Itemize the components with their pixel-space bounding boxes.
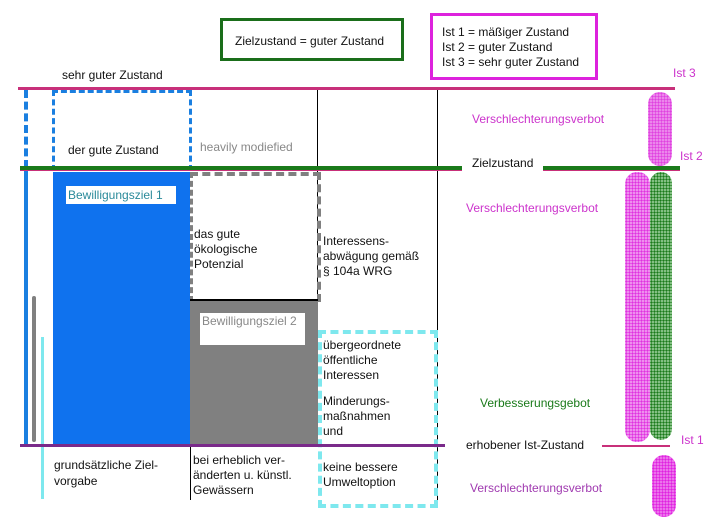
interessen-line-2: abwägung gemäß: [323, 249, 420, 263]
gray-vertical-line: [32, 296, 36, 442]
uebergeordnete-line-1: übergeordnete: [323, 338, 402, 352]
bewilligungsziel-1-label: Bewilligungsziel 1: [68, 188, 163, 202]
keine-line-2: Umweltoption: [323, 475, 396, 489]
cyan-vertical-line: [41, 337, 44, 499]
grundsaetzlich-line-2: vorgabe: [54, 474, 98, 488]
zielzustand-green-line: [20, 166, 680, 170]
bewilligungsziel-2-label: Bewilligungsziel 2: [202, 314, 297, 328]
ist1-right-line: [602, 445, 670, 447]
uebergeordnete-line-2: öffentliche: [323, 353, 378, 367]
ist-legend-line-2: Ist 2 = guter Zustand: [442, 40, 553, 54]
ist2-magenta-line: [20, 169, 680, 171]
magenta-bar-bottom: [652, 455, 676, 517]
magenta-bar-middle: [625, 172, 650, 442]
verbesserungsgebot-label: Verbesserungsgebot: [480, 396, 591, 410]
uebergeordnete-line-3: Interessen: [323, 368, 380, 382]
interessen-line-1: Interessens-: [323, 234, 390, 248]
minderung-line-2: maßnahmen: [323, 409, 391, 423]
outer-blue-dashed-line: [24, 90, 28, 168]
minderung-line-1: Minderungs-: [323, 394, 390, 408]
erheblich-line-3: Gewässern: [193, 483, 254, 497]
keine-line-1: keine bessere: [323, 460, 398, 474]
potenzial-dashed-box: [190, 172, 321, 302]
ist1-level-line: [20, 444, 445, 447]
verschlechterungsverbot-top: Verschlechterungsverbot: [472, 112, 605, 126]
ist1-label: Ist 1: [681, 433, 704, 447]
outer-blue-solid-line: [24, 170, 28, 445]
interessen-line-3: § 104a WRG: [323, 264, 393, 278]
potenzial-line-3: Potenzial: [194, 257, 244, 271]
minderung-line-3: und: [323, 424, 344, 438]
blue-rect-bewilligungsziel-1: [53, 172, 190, 445]
verschlechterungsverbot-middle: Verschlechterungsverbot: [466, 201, 599, 215]
inner-blue-dashed-box: [52, 90, 192, 171]
divider-line-col2-bottom: [190, 445, 191, 500]
erheblich-line-1: bei erheblich ver-: [193, 453, 286, 467]
ist-legend-line-3: Ist 3 = sehr guter Zustand: [442, 55, 580, 69]
verschlechterungsverbot-bottom: Verschlechterungsverbot: [470, 481, 603, 495]
ist3-level-line: [18, 87, 675, 90]
green-bar-middle: [650, 172, 672, 440]
target-legend-box: [220, 18, 404, 61]
ist2-label: Ist 2: [680, 149, 703, 163]
zielzustand-label: Zielzustand: [462, 156, 544, 171]
ist-legend-box: [430, 13, 598, 80]
gute-zustand-label: der gute Zustand: [68, 143, 159, 157]
level-sehr-gut-label: sehr guter Zustand: [62, 68, 163, 82]
erheblich-line-2: änderten u. künstl.: [193, 468, 292, 482]
divider-line-col4: [437, 88, 438, 508]
target-legend-text: Zielzustand = guter Zustand: [235, 34, 385, 48]
erhobener-ist-zustand-label: erhobener Ist-Zustand: [466, 438, 585, 452]
heavily-modified-label: heavily modiefied: [200, 140, 293, 154]
bewilligungsziel-1-box: [66, 186, 176, 204]
magenta-bar-top: [648, 92, 672, 166]
ist3-label: Ist 3: [673, 66, 696, 80]
potenzial-line-1: das gute: [194, 227, 241, 241]
bewilligungsziel-2-box: [200, 313, 305, 345]
grundsaetzlich-line-1: grundsätzliche Ziel-: [54, 458, 159, 472]
ist-legend-line-1: Ist 1 = mäßiger Zustand: [442, 25, 570, 39]
cyan-dashed-box: [318, 330, 438, 508]
potenzial-line-2: ökologische: [194, 242, 258, 256]
